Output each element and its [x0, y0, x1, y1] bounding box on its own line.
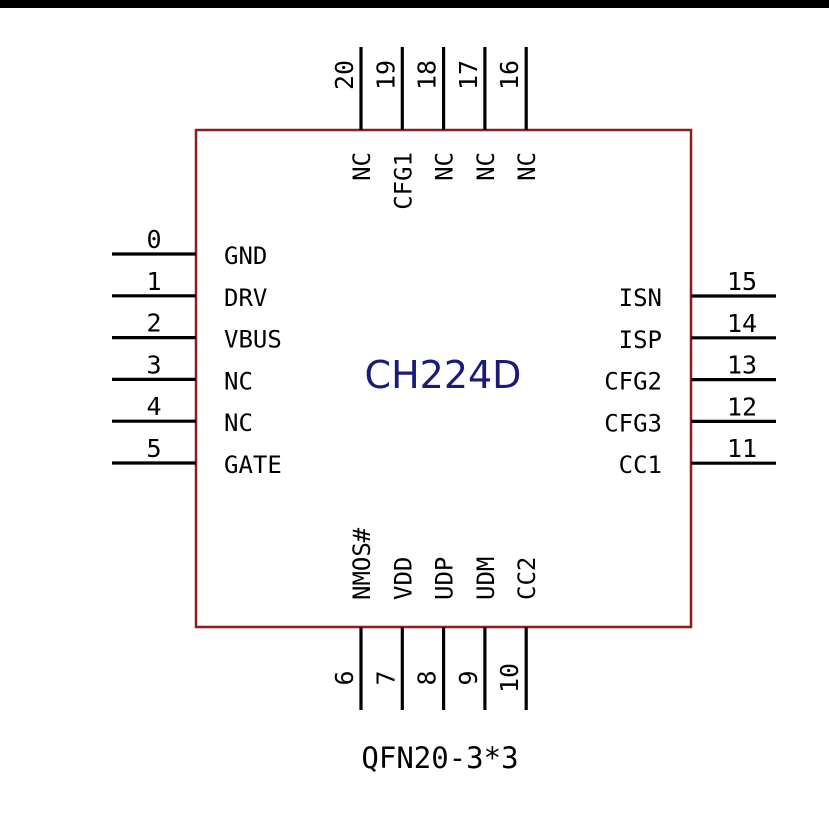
pin-name-16: NC — [513, 152, 541, 181]
pin-name-18: NC — [431, 152, 459, 181]
pin-name-20: NC — [348, 152, 376, 181]
pin-number-12: 12 — [727, 392, 757, 421]
pin-name-12: CFG3 — [604, 409, 662, 437]
pin-number-14: 14 — [727, 309, 757, 338]
part-name: CH224D — [365, 353, 522, 397]
pin-number-0: 0 — [146, 225, 161, 254]
pin-name-17: NC — [472, 152, 500, 181]
top-border-bar — [0, 0, 829, 8]
pin-number-11: 11 — [727, 434, 757, 463]
pin-name-9: UDM — [472, 557, 500, 600]
pin-number-15: 15 — [727, 267, 757, 296]
pin-number-4: 4 — [146, 392, 161, 421]
ic-body — [194, 128, 693, 629]
pin-name-13: CFG2 — [604, 368, 662, 396]
pin-number-20: 20 — [330, 60, 359, 90]
pin-name-10: CC2 — [513, 557, 541, 600]
pin-number-7: 7 — [371, 670, 400, 685]
pin-name-6: NMOS# — [348, 527, 376, 600]
pin-number-5: 5 — [146, 434, 161, 463]
pin-name-11: CC1 — [619, 451, 662, 479]
pin-number-18: 18 — [413, 60, 442, 90]
pin-name-14: ISP — [619, 326, 662, 354]
pin-number-8: 8 — [413, 670, 442, 685]
pin-number-6: 6 — [330, 670, 359, 685]
pin-name-15: ISN — [619, 284, 662, 312]
pin-number-10: 10 — [495, 663, 524, 693]
pin-name-19: CFG1 — [389, 152, 417, 210]
pin-number-19: 19 — [371, 60, 400, 90]
pin-name-1: DRV — [224, 284, 267, 312]
pin-number-3: 3 — [146, 350, 161, 379]
pin-number-2: 2 — [146, 309, 161, 338]
pin-name-7: VDD — [389, 557, 417, 600]
pin-number-9: 9 — [454, 670, 483, 685]
pin-name-3: NC — [224, 367, 253, 395]
pin-number-17: 17 — [454, 60, 483, 90]
pin-number-13: 13 — [727, 351, 757, 380]
pin-name-5: GATE — [224, 451, 282, 479]
footprint-label: QFN20-3*3 — [361, 741, 518, 775]
pin-name-4: NC — [224, 409, 253, 437]
pin-group: 0GND1DRV2VBUS3NC4NC5GATE15ISN14ISP13CFG2… — [112, 47, 776, 710]
pin-name-8: UDP — [431, 557, 459, 600]
pin-name-2: VBUS — [224, 326, 282, 354]
pin-number-16: 16 — [495, 60, 524, 90]
pin-name-0: GND — [224, 242, 267, 270]
pin-number-1: 1 — [146, 267, 161, 296]
